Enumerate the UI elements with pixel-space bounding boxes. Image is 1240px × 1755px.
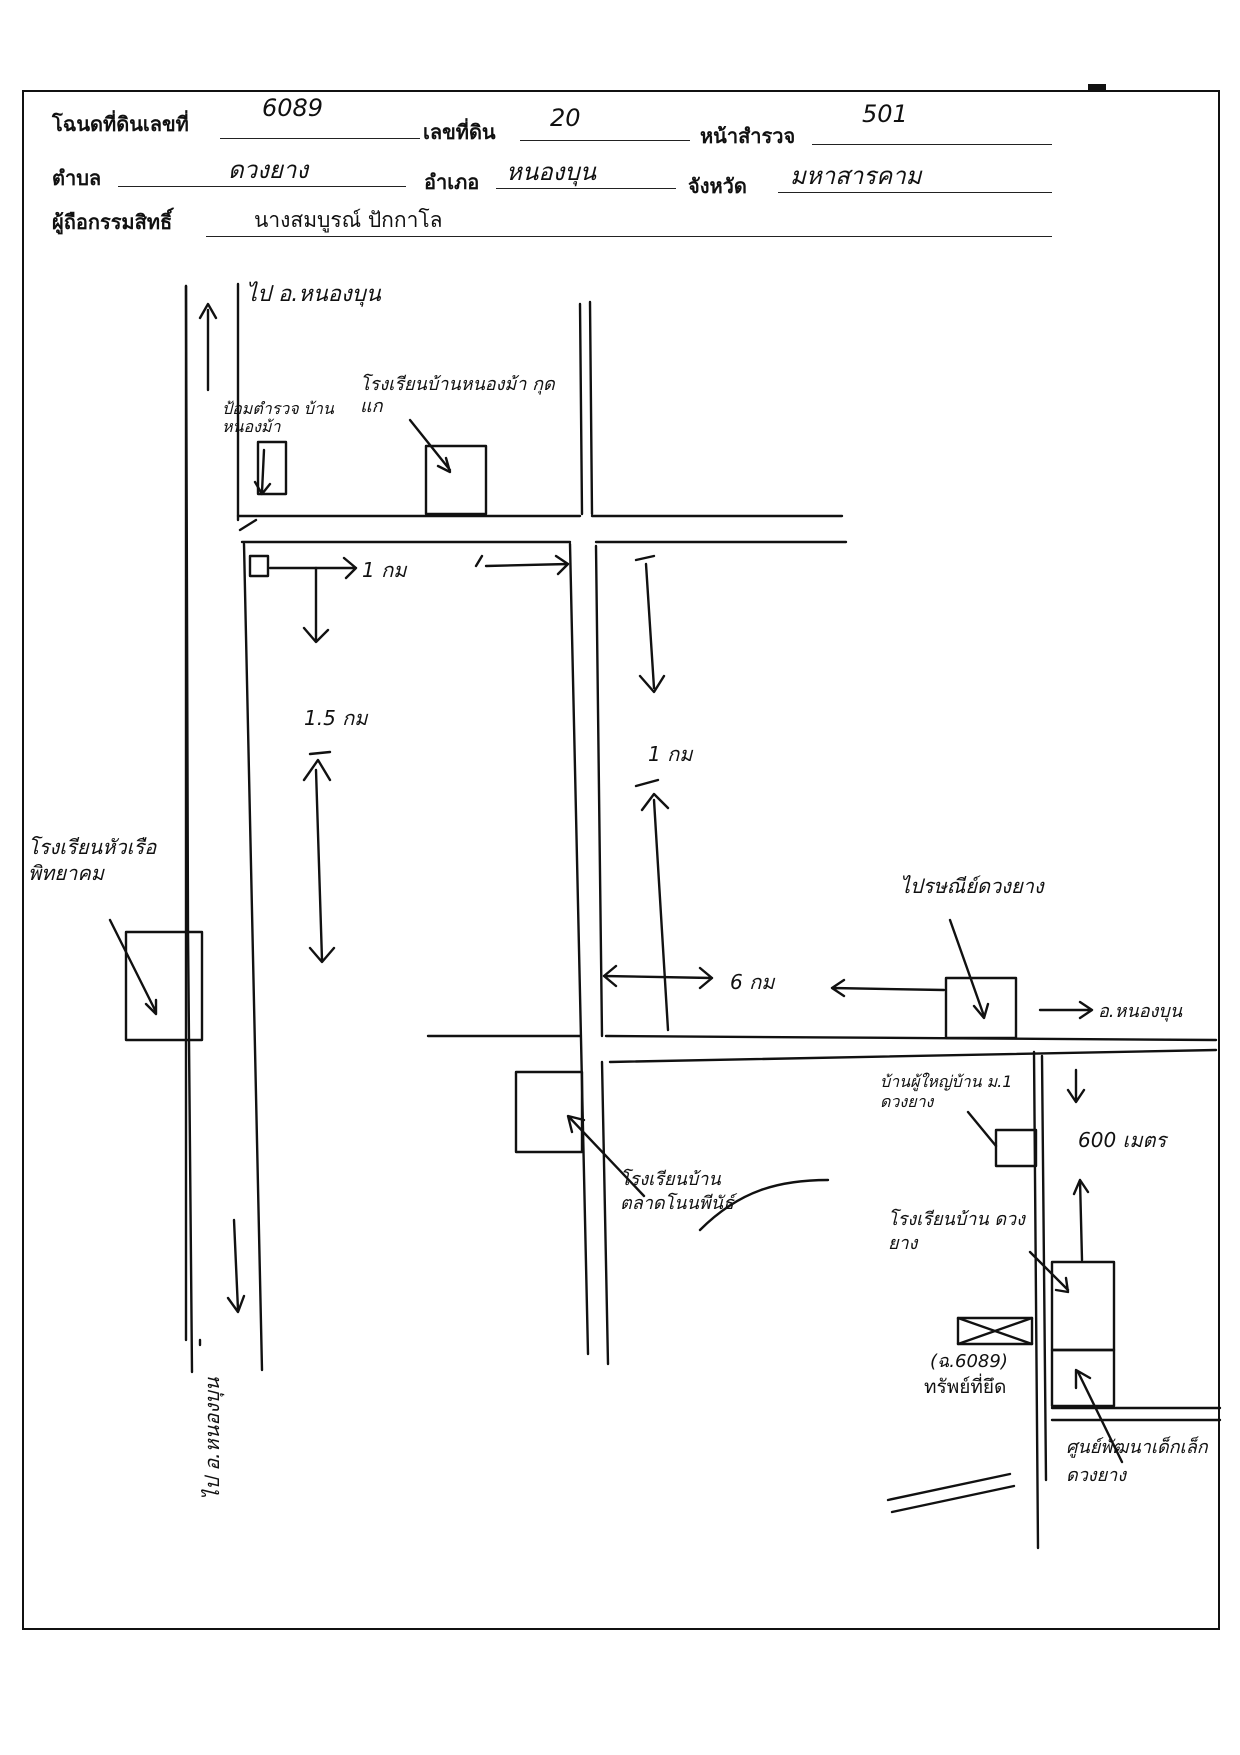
label-school-north: โรงเรียนบ้านหนองม้า กุดแก [360, 374, 555, 417]
leader-child-center [1074, 1368, 1124, 1464]
province-line [778, 192, 1052, 193]
dim-1km-right-upper [638, 562, 666, 694]
label-dist-600m: 600 เมตร [1078, 1128, 1167, 1152]
tick-marks [238, 518, 660, 788]
label-dist-1-5km: 1.5 กม [304, 706, 368, 730]
owner-label: ผู้ถือกรรมสิทธิ์ [52, 210, 173, 234]
label-deed-ref: (ฉ.6089) [930, 1351, 1008, 1372]
leader-school-north [408, 418, 452, 474]
label-school-market: โรงเรียนบ้าน ตลาดโนนพีนัธ์ [620, 1169, 734, 1214]
dim-1km-top [268, 554, 570, 580]
label-seized-property: ทรัพย์ที่ยึด [924, 1376, 1007, 1398]
east-road-branch [1050, 1406, 1222, 1422]
owner-line [206, 236, 1052, 237]
deed-line [220, 138, 420, 139]
dim-1km-right-lower [640, 792, 670, 1032]
leader-market [566, 1114, 646, 1198]
district-value: หนองบุน [506, 158, 596, 186]
survey-page-line [812, 144, 1052, 145]
land-no-value: 20 [550, 104, 581, 132]
school-duangyang-building [1050, 1260, 1116, 1352]
owner-value: นางสมบูรณ์ ปักกาโล [254, 208, 443, 232]
small-marker-square [248, 554, 270, 578]
subdistrict-label: ตำบล [52, 166, 102, 190]
east-arrow [1038, 1000, 1094, 1020]
post-office-building [944, 976, 1018, 1040]
label-post-office: ไปรษณีย์ดวงยาง [900, 874, 1044, 898]
child-center-building [1050, 1348, 1116, 1408]
leader-village-head [966, 1110, 998, 1148]
school-west-building [124, 930, 204, 1042]
south-arrow [226, 1218, 246, 1314]
dim-600m [1066, 1068, 1090, 1262]
deed-label: โฉนดที่ดินเลขที่ [52, 112, 189, 136]
bottom-road-upper [426, 1034, 1218, 1042]
deed-value: 6089 [262, 94, 324, 122]
document-frame [22, 90, 1220, 1630]
label-to-district-east: อ.หนองบุน [1098, 1001, 1183, 1022]
label-dist-1km-right: 1 กม [648, 742, 693, 766]
survey-page-value: 501 [862, 100, 908, 128]
label-school-west: โรงเรียนหัวเรือ พิทยาคม [28, 835, 157, 885]
canal [886, 1472, 1016, 1514]
land-no-label: เลขที่ดิน [423, 120, 496, 144]
leader-duangyang [1028, 1250, 1070, 1294]
province-label: จังหวัด [688, 174, 747, 198]
label-village-head: บ้านผู้ใหญ่บ้าน ม.1 ดวงยาง [880, 1072, 1013, 1111]
label-dist-1km-top: 1 กม [362, 558, 407, 582]
label-dist-6km: 6 กม [730, 970, 775, 994]
subdistrict-line [118, 186, 406, 187]
corner-mark [1088, 84, 1106, 90]
west-road-left-edge [184, 284, 194, 1374]
east-road-left [1032, 1050, 1040, 1550]
middle-road-left [568, 302, 590, 1356]
province-value: มหาสารคาม [790, 162, 922, 190]
label-road-north: ไป อ.หนองบุน [246, 282, 381, 307]
leader-school-west [108, 918, 158, 1016]
leader-police [253, 448, 272, 496]
police-box-building [256, 440, 288, 496]
east-road-right [1040, 1054, 1048, 1482]
district-label: อำเภอ [424, 170, 480, 194]
school-market-building [514, 1070, 584, 1154]
dim-1-5km-lower [302, 758, 336, 964]
leader-market-curve [698, 1178, 830, 1232]
seized-property-parcel [956, 1316, 1034, 1346]
label-child-center: ศูนย์พัฒนาเด็กเล็ก ดวงยาง [1066, 1437, 1208, 1486]
bottom-road-lower [608, 1048, 1218, 1064]
village-head-building [994, 1128, 1038, 1168]
survey-page-label: หน้าสำรวจ [700, 124, 796, 148]
dim-1-5km-upper [302, 566, 330, 644]
dim-6km [602, 964, 946, 998]
label-school-duangyang: โรงเรียนบ้าน ดวงยาง [888, 1209, 1025, 1254]
label-police-box: ป้อมตำรวจ บ้านหนองม้า [222, 399, 334, 436]
label-road-south: ไป อ.หนองบุน [200, 1377, 224, 1500]
north-arrow [198, 302, 218, 392]
school-north-building [424, 444, 488, 516]
district-line [496, 188, 676, 189]
west-road [184, 282, 264, 1372]
middle-road-right [588, 300, 610, 1366]
land-no-line [520, 140, 690, 141]
leader-post [948, 918, 990, 1020]
subdistrict-value: ดวงยาง [228, 156, 309, 184]
